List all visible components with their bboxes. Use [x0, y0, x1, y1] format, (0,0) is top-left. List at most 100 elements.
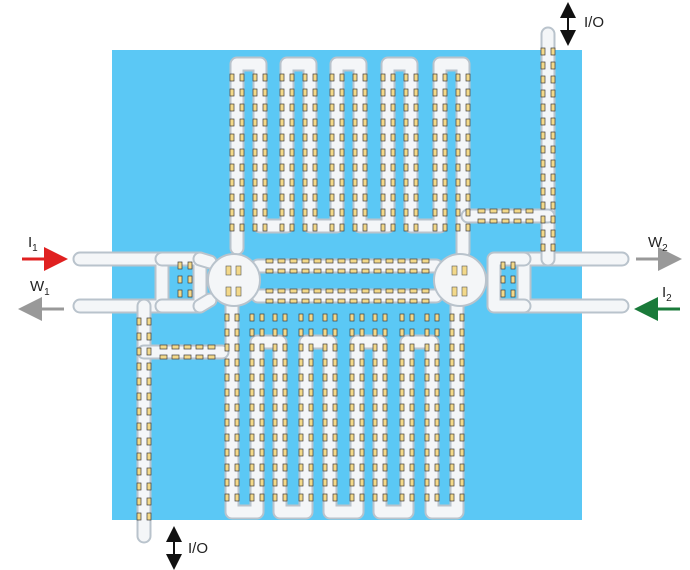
resonator-element: [279, 208, 285, 217]
resonator-element: [312, 193, 318, 202]
resonator-element: [459, 493, 465, 502]
resonator-element: [449, 433, 455, 442]
resonator-element: [550, 173, 556, 182]
resonator-element: [373, 298, 382, 304]
resonator-element: [421, 268, 430, 274]
resonator-element: [272, 388, 278, 397]
resonator-element: [279, 118, 285, 127]
resonator-element: [361, 298, 370, 304]
resonator-element: [259, 418, 265, 427]
resonator-element: [302, 118, 308, 127]
resonator-element: [339, 103, 345, 112]
resonator-element: [459, 343, 465, 352]
resonator-element: [224, 448, 230, 457]
resonator-element: [252, 163, 258, 172]
resonator-element: [229, 73, 235, 82]
resonator-element: [272, 448, 278, 457]
resonator-element: [329, 163, 335, 172]
resonator-element: [465, 73, 471, 82]
resonator-element: [224, 373, 230, 382]
resonator-element: [272, 343, 278, 352]
resonator-element: [449, 358, 455, 367]
resonator-element: [249, 418, 255, 427]
resonator-element: [279, 103, 285, 112]
resonator-element: [265, 258, 274, 264]
resonator-element: [259, 448, 265, 457]
resonator-element: [380, 73, 386, 82]
resonator-element: [289, 163, 295, 172]
resonator-element: [252, 73, 258, 82]
resonator-element: [359, 478, 365, 487]
resonator-element: [403, 223, 409, 232]
resonator-element: [399, 373, 405, 382]
port-left-stub1: [194, 253, 216, 268]
resonator-element: [187, 289, 193, 298]
resonator-element: [442, 73, 448, 82]
resonator-element: [382, 448, 388, 457]
resonator-element: [249, 328, 255, 337]
coupler-left: [207, 253, 261, 307]
resonator-element: [465, 193, 471, 202]
resonator-element: [380, 163, 386, 172]
resonator-element: [262, 223, 268, 232]
resonator-element: [279, 223, 285, 232]
resonator-element: [459, 463, 465, 472]
resonator-element: [449, 373, 455, 382]
resonator-element: [424, 493, 430, 502]
resonator-element: [171, 354, 180, 360]
resonator-element: [421, 258, 430, 264]
resonator-element: [234, 403, 240, 412]
resonator-element: [262, 148, 268, 157]
resonator-element: [224, 403, 230, 412]
resonator-element: [409, 418, 415, 427]
resonator-element: [177, 261, 183, 270]
resonator-element: [382, 433, 388, 442]
resonator-element: [390, 118, 396, 127]
resonator-element: [282, 313, 288, 322]
resonator-element: [298, 403, 304, 412]
resonator-element: [455, 193, 461, 202]
resonator-element: [352, 193, 358, 202]
resonator-element: [409, 373, 415, 382]
resonator-element: [349, 478, 355, 487]
bottom-meander: [226, 300, 463, 518]
resonator-element: [177, 275, 183, 284]
resonator-element: [229, 88, 235, 97]
resonator-element: [224, 358, 230, 367]
resonator-element: [359, 328, 365, 337]
resonator-element: [399, 313, 405, 322]
resonator-element: [282, 358, 288, 367]
resonator-element: [325, 268, 334, 274]
resonator-element: [298, 313, 304, 322]
resonator-element: [380, 88, 386, 97]
resonator-element: [382, 373, 388, 382]
resonator-element: [252, 88, 258, 97]
resonator-element: [249, 358, 255, 367]
port-left-u: [74, 253, 168, 312]
resonator-element: [146, 347, 152, 356]
resonator-element: [390, 73, 396, 82]
output-2-label: W2: [648, 234, 668, 254]
resonator-element: [146, 482, 152, 491]
resonator-element: [312, 208, 318, 217]
resonator-element: [262, 73, 268, 82]
resonator-element: [136, 422, 142, 431]
resonator-element: [337, 298, 346, 304]
resonator-element: [239, 88, 245, 97]
resonator-element: [337, 258, 346, 264]
resonator-element: [550, 201, 556, 210]
resonator-element: [424, 373, 430, 382]
resonator-element: [289, 178, 295, 187]
resonator-element: [136, 407, 142, 416]
resonator-element: [224, 343, 230, 352]
resonator-element: [442, 193, 448, 202]
resonator-element: [187, 261, 193, 270]
resonator-element: [312, 163, 318, 172]
resonator-element: [265, 268, 274, 274]
resonator-element: [272, 433, 278, 442]
resonator-element: [279, 148, 285, 157]
resonator-element: [339, 118, 345, 127]
resonator-element: [403, 103, 409, 112]
resonator-element: [409, 313, 415, 322]
io-top-label: I/O: [584, 14, 605, 31]
